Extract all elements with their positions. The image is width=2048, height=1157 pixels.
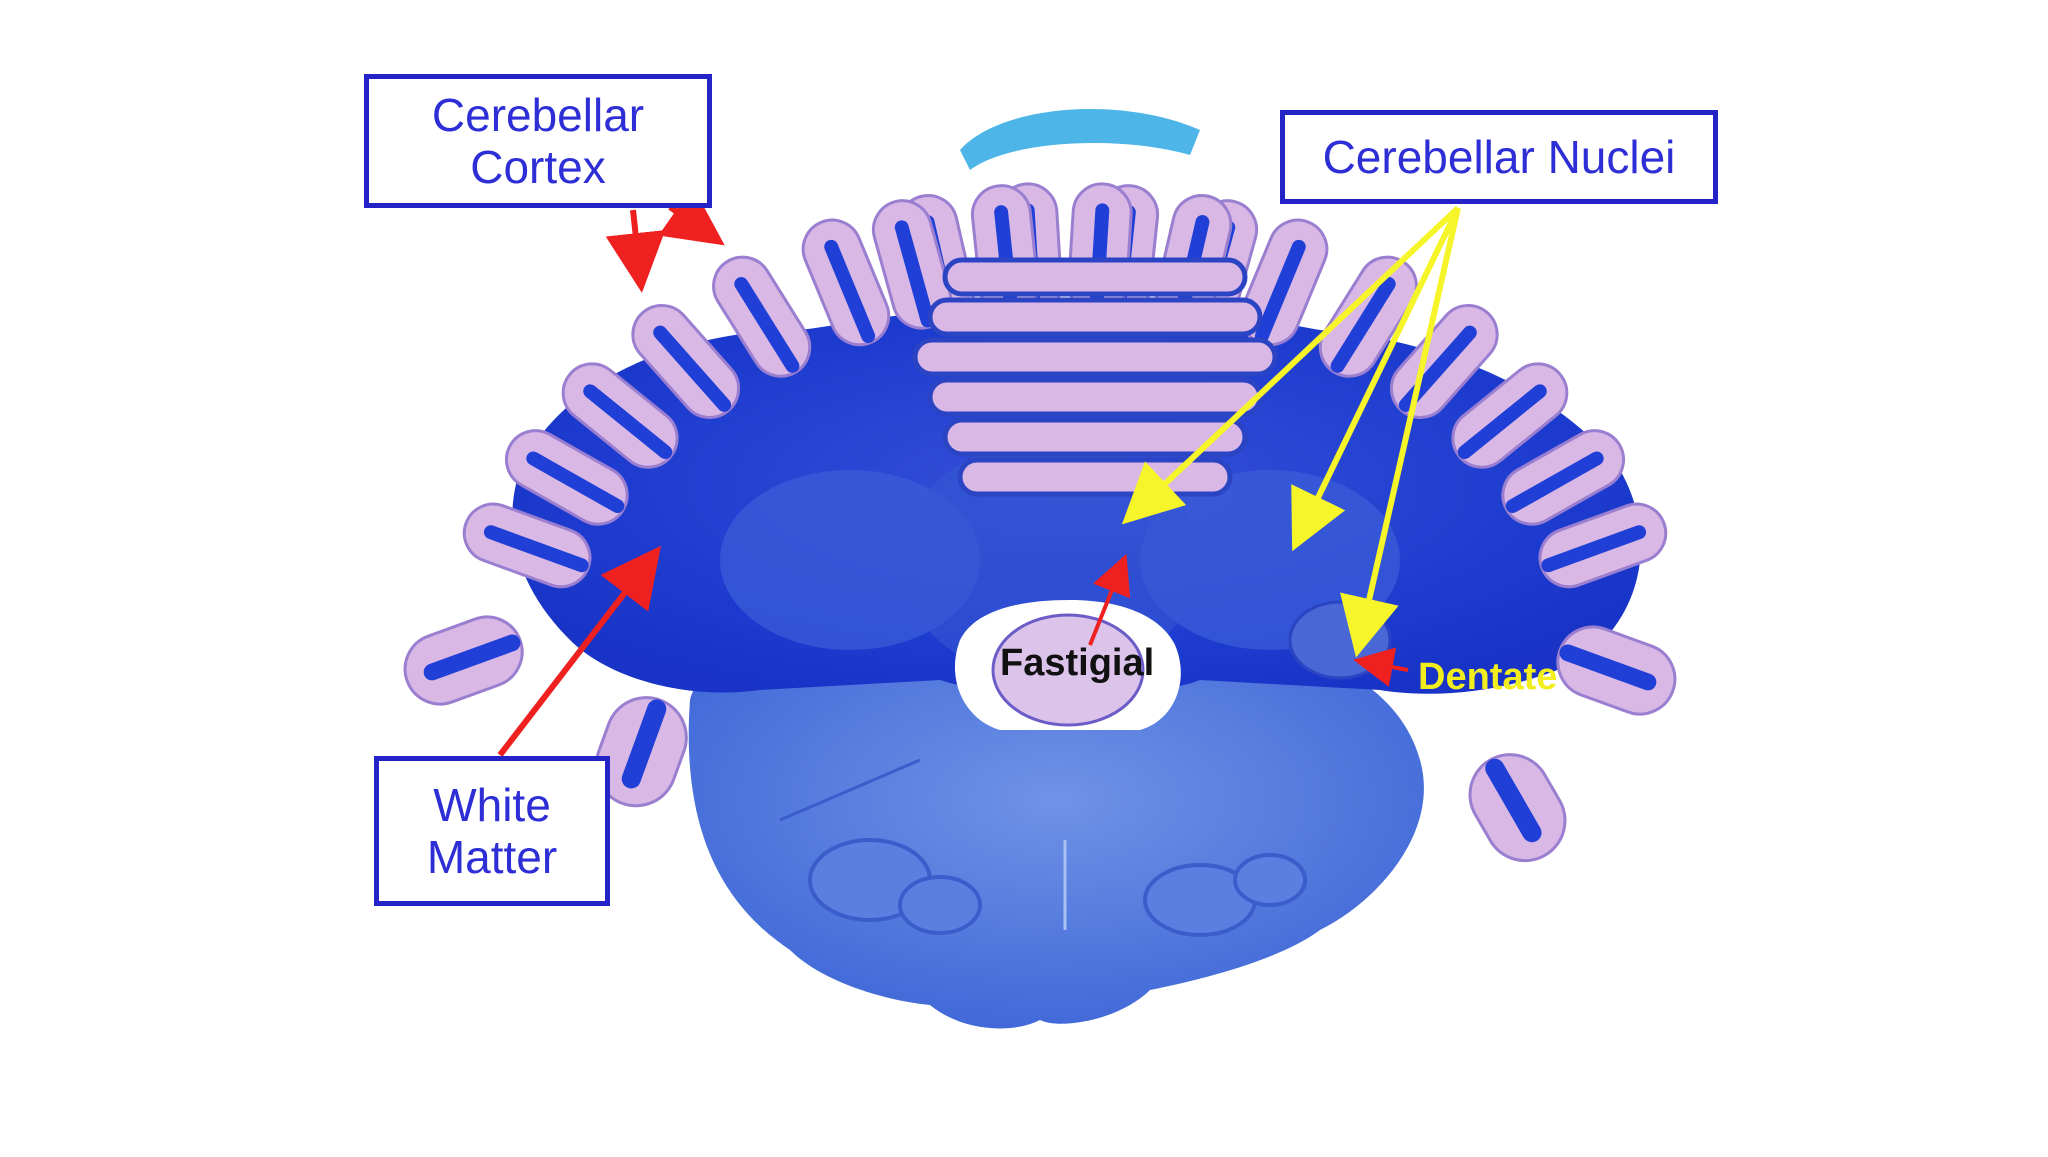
- white-matter-label: White Matter: [374, 756, 610, 906]
- cortex-folium: [462, 502, 592, 589]
- red-arrow-white-matter: [497, 545, 661, 757]
- red-arrow-cortex-left: [605, 209, 666, 293]
- cortex-folium: [1538, 502, 1668, 589]
- white-matter-line-2: Matter: [426, 831, 558, 883]
- yellow-arrow-to-dentate: [1340, 207, 1461, 658]
- cerebellar-cortex-label: Cerebellar Cortex: [364, 74, 712, 208]
- vermis-folium: [912, 337, 1278, 377]
- cortex-folium: [504, 429, 629, 526]
- yellow-arrow-to-fastigial: [1121, 205, 1461, 525]
- cortex-folium: [801, 218, 891, 347]
- vermis-folium: [927, 297, 1263, 337]
- red-arrow-dentate: [1353, 647, 1409, 687]
- vermis-folium: [927, 377, 1263, 417]
- yellow-arrow-to-interposed: [1291, 206, 1461, 552]
- cerebellar-cortex-line-1: Cerebellar: [431, 89, 645, 141]
- vermis-folia: [912, 108, 1278, 497]
- white-matter-line-1: White: [433, 779, 551, 831]
- cortex-folium: [1468, 753, 1567, 863]
- cortex-folium: [594, 696, 688, 808]
- fastigial-label: Fastigial: [1000, 642, 1155, 684]
- cortex-folium: [631, 304, 741, 419]
- red-arrow-fastigial: [1088, 553, 1131, 646]
- cortex-folium: [403, 615, 524, 706]
- cortex-folium: [1451, 362, 1569, 469]
- cortex-folium: [712, 255, 812, 378]
- cerebellar-cortex-line-2: Cortex: [470, 141, 606, 193]
- cerebellar-nuclei-text: Cerebellar Nuclei: [1322, 131, 1676, 183]
- cerebellar-nuclei-label: Cerebellar Nuclei: [1280, 110, 1718, 204]
- cortex-folium: [1556, 625, 1677, 716]
- right-hemisphere-folia: [871, 182, 1677, 863]
- dentate-label: Dentate: [1418, 656, 1558, 698]
- cortex-folium: [561, 362, 679, 469]
- vermis-cap: [960, 108, 1200, 170]
- brainstem-region: [688, 647, 1424, 1029]
- cortex-folium: [1501, 429, 1626, 526]
- vermis-folium: [942, 257, 1248, 297]
- fourth-ventricle: [954, 600, 1181, 730]
- red-arrow-cortex-right: [658, 186, 725, 246]
- vermis-folium: [942, 417, 1248, 457]
- cortex-folium: [871, 199, 953, 330]
- vermis-folium: [957, 457, 1233, 497]
